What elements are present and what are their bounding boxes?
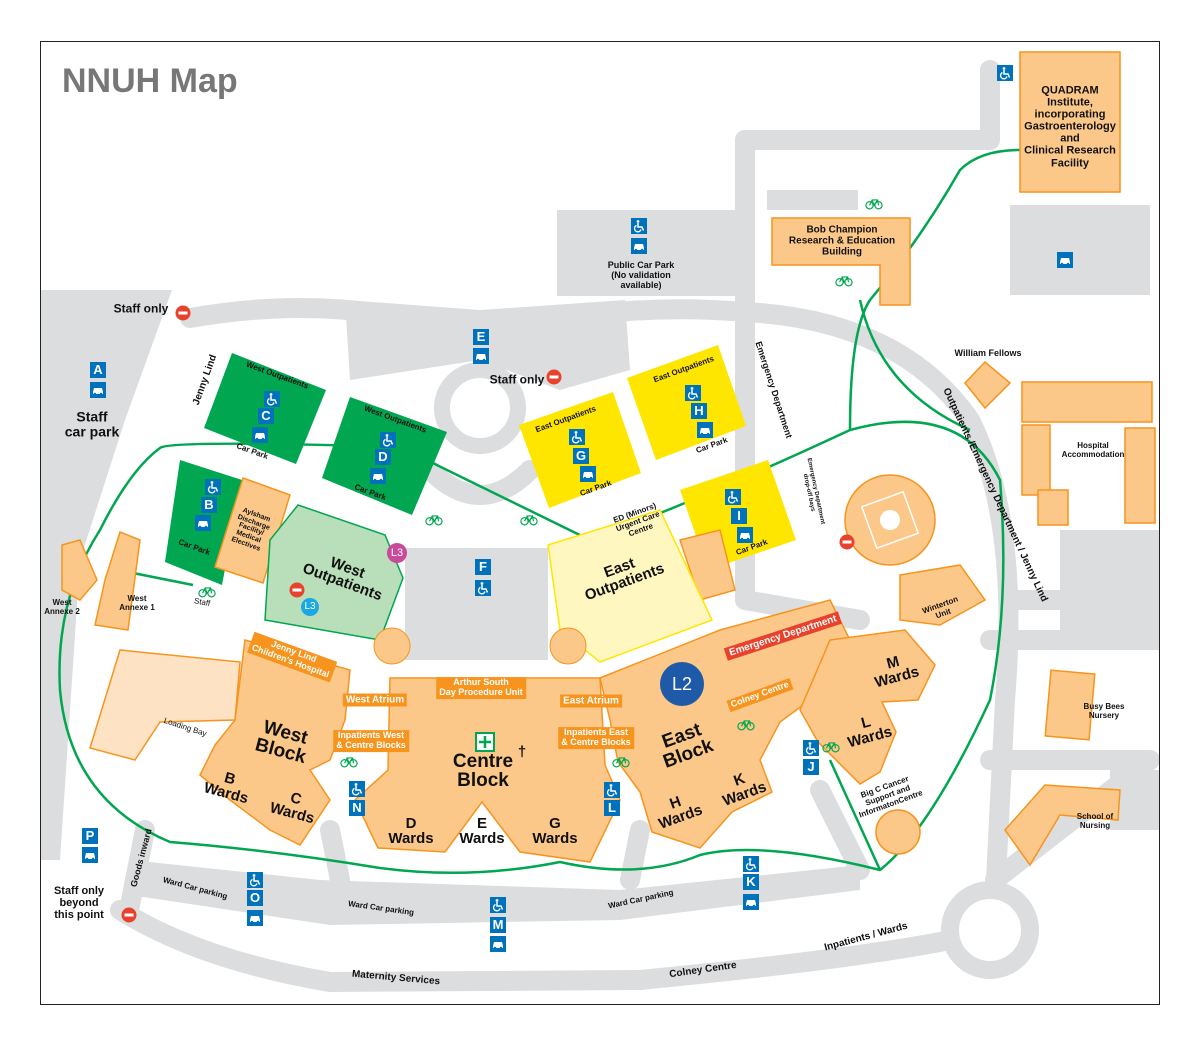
no-entry-icon: [839, 534, 855, 550]
staff-car-park-area: [40, 290, 172, 860]
inpatients-west-label: Inpatients West & Centre Blocks: [333, 730, 409, 752]
level-l2: L2: [660, 662, 704, 706]
car-park-sign-d: D: [375, 449, 391, 465]
roundabout-top: [434, 362, 526, 454]
quadram-label: QUADRAM Institute, incorporating Gastroe…: [1024, 84, 1116, 170]
car-park-sign-n: N: [349, 800, 365, 816]
school-of-nursing-label: School of Nursing: [1076, 812, 1114, 830]
no-entry-icon: [175, 305, 191, 321]
level-l3-pink: L3: [387, 543, 407, 563]
william-fellows-label: William Fellows: [954, 348, 1022, 359]
chapel-icon: †: [517, 743, 527, 761]
no-entry-icon: [546, 369, 562, 385]
car-park-h: [627, 345, 746, 460]
public-car-park-label: Public Car Park (No validation available…: [607, 260, 675, 290]
west-annexe-2-label: West Annexe 2: [44, 598, 80, 616]
car-park-sign-c: C: [258, 408, 274, 424]
staff-only-label: Staff only: [113, 301, 169, 316]
map-frame: [40, 41, 1160, 1005]
busy-bees-label: Busy Bees Nursery: [1083, 702, 1125, 720]
g-wards-label: G Wards: [532, 815, 578, 847]
car-park-sign-p: P: [82, 828, 98, 844]
no-entry-icon: [121, 907, 137, 923]
map-title: NNUH Map: [62, 62, 238, 100]
car-park-sign-m: M: [490, 917, 506, 933]
bob-champion-label: Bob Champion Research & Education Buildi…: [788, 224, 896, 258]
east-atrium-label: East Atrium: [560, 694, 622, 708]
car-park-sign-f: F: [475, 559, 491, 575]
car-park-sign-h: H: [691, 403, 707, 419]
car-park-sign-o: O: [247, 890, 263, 906]
car-park-sign-i: I: [731, 508, 747, 524]
centre-block-label: Centre Block: [452, 751, 514, 791]
no-entry-icon: [289, 582, 305, 598]
east-outpatients-building: [547, 509, 714, 663]
hospital-accommodation-label: Hospital Accommodation: [1061, 441, 1125, 459]
car-park-sign-g: G: [573, 448, 589, 464]
car-park-sign-j: J: [803, 759, 819, 775]
staff-car-park-label: Staff car park: [64, 408, 120, 440]
car-park-sign-b: B: [201, 497, 217, 513]
inpatients-east-label: Inpatients East & Centre Blocks: [558, 727, 634, 749]
roundabout-bottom: [941, 881, 1039, 979]
staff-only-label: Staff only: [489, 372, 545, 387]
car-park-sign-l: L: [604, 800, 620, 816]
buildings: [61, 51, 1156, 867]
car-park-sign-a: A: [90, 362, 106, 378]
public-car-park-area: [557, 210, 737, 296]
arthur-south-label: Arthur South Day Procedure Unit: [436, 677, 526, 699]
e-wards-label: E Wards: [459, 815, 505, 847]
car-park-sign-k: K: [743, 874, 759, 890]
west-atrium-label: West Atrium: [342, 693, 408, 707]
level-l3-blue: L3: [301, 598, 319, 616]
car-park-sign-e: E: [473, 329, 489, 345]
staff-only-beyond-label: Staff only beyond this point: [53, 884, 105, 922]
west-annexe-1-label: West Annexe 1: [119, 594, 155, 612]
d-wards-label: D Wards: [388, 815, 434, 847]
